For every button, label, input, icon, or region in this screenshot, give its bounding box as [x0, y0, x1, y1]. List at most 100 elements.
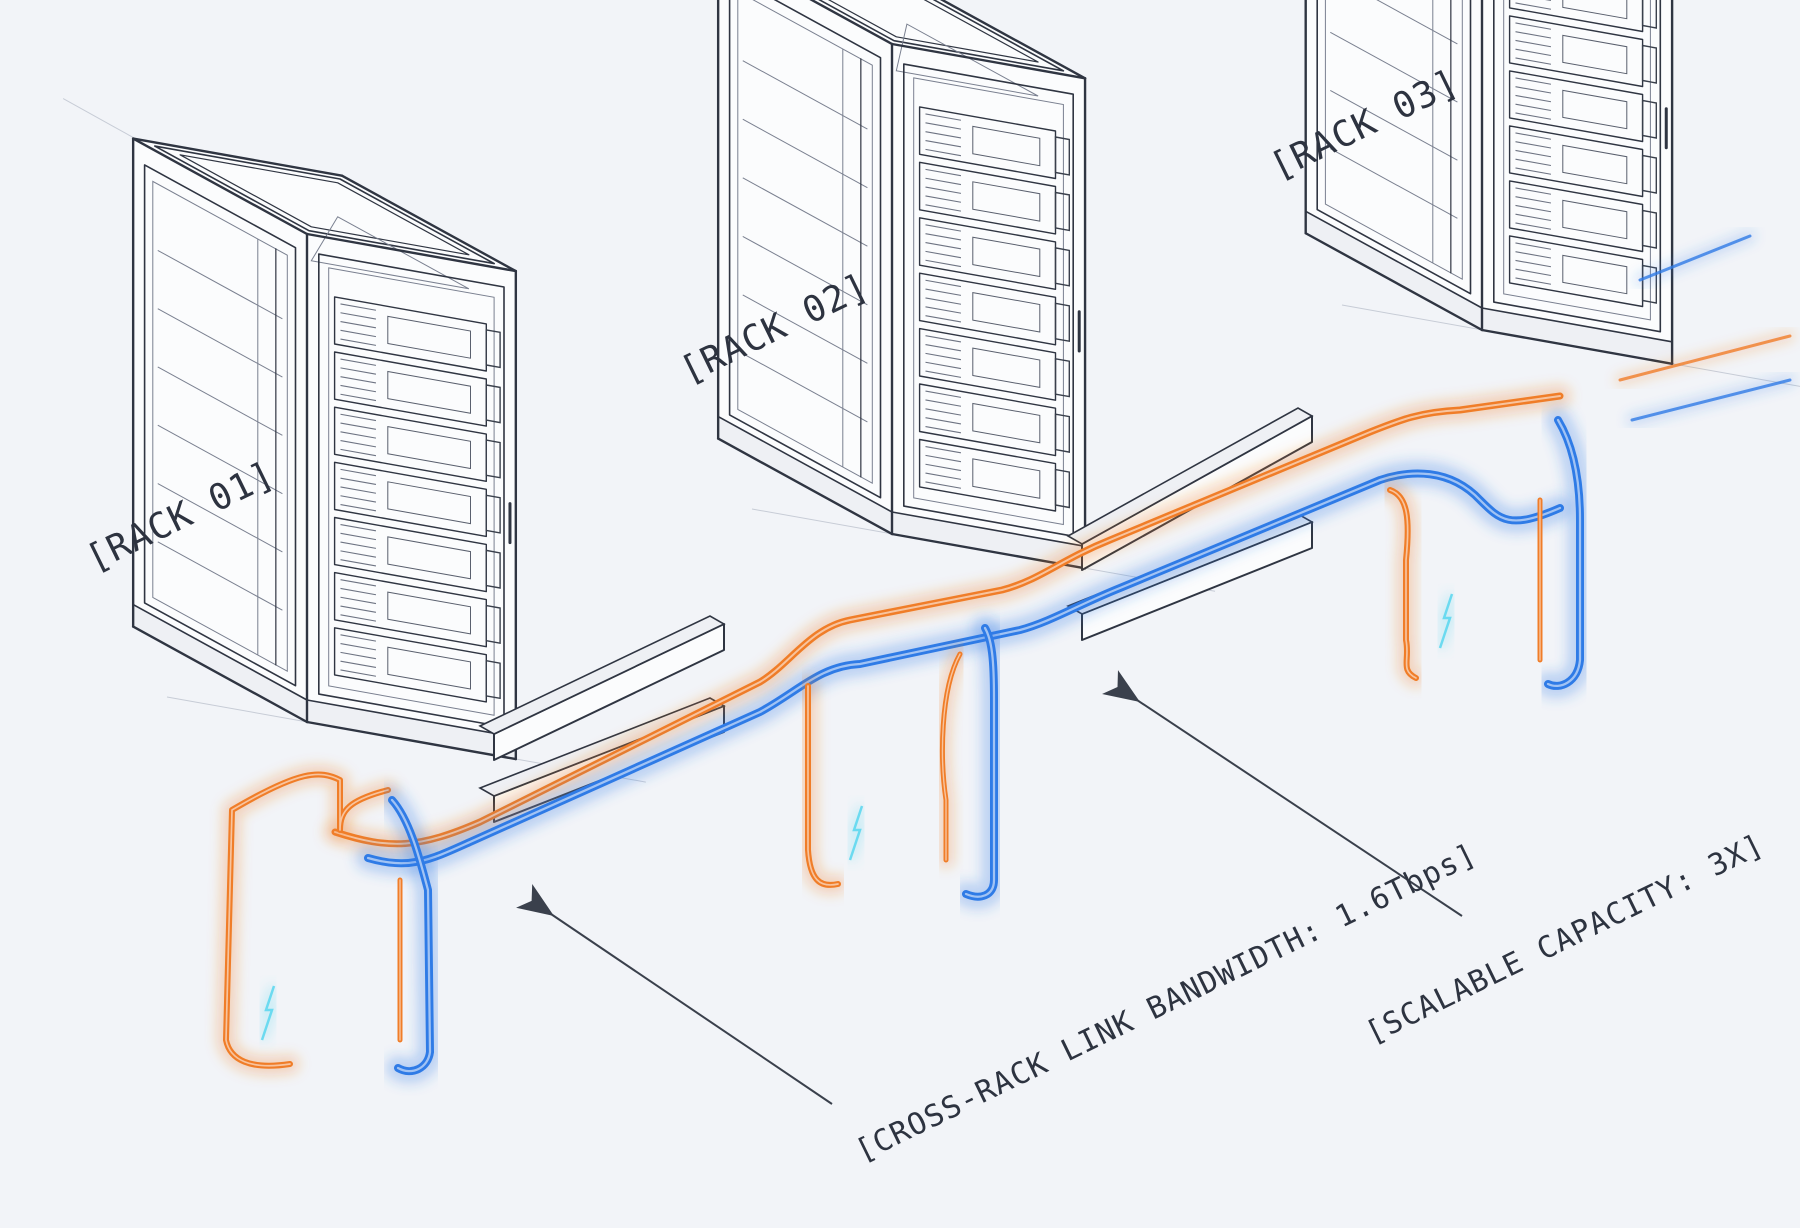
server-vent-grille	[1515, 187, 1552, 230]
server-bracket	[485, 329, 501, 369]
orange-cross-rack-link	[323, 384, 1572, 855]
rack-side-shelf	[157, 249, 283, 320]
server-unit	[918, 327, 1057, 401]
server-drive-bay	[387, 536, 471, 580]
server-vent-grille	[1515, 132, 1552, 175]
rack-interior-edge	[895, 23, 1039, 97]
rack-1	[131, 137, 518, 761]
rack-front-frame	[317, 253, 505, 728]
server-bracket	[1054, 136, 1071, 176]
server-bracket	[485, 549, 501, 589]
rack-side-shelf	[742, 235, 868, 306]
beam-rack2-rack3-upper-top	[1066, 407, 1314, 545]
server-unit	[1508, 70, 1644, 143]
server-vent-grille	[340, 523, 377, 567]
server-unit	[333, 461, 487, 538]
rack-interior-edge	[310, 216, 470, 290]
cyan-glow-rack-03	[1435, 592, 1457, 650]
rack-top-opening	[179, 154, 470, 256]
orange-rack-02-loop	[798, 676, 848, 895]
server-unit	[918, 383, 1057, 457]
outgoing-blue-streak	[1627, 375, 1795, 425]
rack-side-shelf	[742, 294, 868, 364]
rack-side-shelf	[1330, 90, 1458, 161]
server-drive-bay	[1562, 199, 1628, 240]
server-vent-grille	[340, 303, 377, 346]
outgoing-blue-streak-upper	[1635, 231, 1755, 285]
server-bracket	[1641, 99, 1658, 139]
server-drive-bay	[1562, 89, 1628, 130]
server-vent-grille	[1515, 22, 1552, 65]
beam-rack1-rack2-upper-top	[478, 615, 726, 735]
server-unit	[918, 272, 1057, 346]
server-vent-grille	[925, 113, 962, 157]
server-drive-bay	[387, 426, 471, 470]
server-bracket	[1054, 357, 1071, 398]
bandwidth-callout: [CROSS-RACK LINK BANDWIDTH: 1.6Tbps]	[850, 837, 1482, 1169]
server-unit	[1508, 180, 1644, 253]
server-bracket	[1054, 413, 1071, 453]
rack-top-opening	[827, 0, 1039, 63]
server-vent-grille	[340, 358, 377, 402]
rack-top-face	[133, 138, 516, 272]
rack-side-frame	[143, 164, 297, 687]
server-vent-grille	[1515, 242, 1552, 285]
rack-edge	[305, 232, 518, 273]
server-bracket	[1641, 0, 1658, 29]
server-bracket	[1641, 154, 1658, 194]
rack-edge	[131, 137, 309, 236]
rack-edge	[716, 437, 894, 536]
server-vent-grille	[925, 224, 962, 268]
server-drive-bay	[972, 347, 1041, 388]
server-unit	[918, 217, 1057, 290]
rack-side-shelf	[1330, 148, 1458, 219]
server-unit	[1508, 125, 1644, 198]
orange-rack-02-drop	[934, 646, 968, 868]
rack-side-shelf	[157, 308, 283, 378]
rack-front-face	[1482, 0, 1673, 364]
server-unit	[1508, 15, 1644, 88]
rack-top-frame	[154, 145, 496, 265]
capacity-callout-arrow	[1102, 670, 1463, 917]
blue-rack-01-drop	[379, 787, 443, 1084]
rack-edge	[1304, 232, 1484, 332]
server-drive-bay	[387, 646, 471, 690]
server-unit	[918, 438, 1057, 512]
server-bracket	[1054, 468, 1071, 509]
server-unit	[1508, 235, 1644, 308]
server-drive-bay	[972, 125, 1041, 167]
server-bracket	[485, 659, 501, 700]
server-drive-bay	[1562, 34, 1628, 75]
server-unit	[918, 161, 1057, 235]
rack-front-inner-frame	[1503, 0, 1651, 321]
rack-edge	[939, 0, 1087, 80]
blue-rack-02-drop	[953, 615, 1007, 910]
rack-front-face	[307, 234, 516, 760]
server-bracket	[485, 439, 501, 479]
orange-rack-03-loop	[1380, 480, 1426, 688]
server-bracket	[485, 384, 501, 424]
rack-front-inner-frame	[328, 267, 495, 716]
server-vent-grille	[340, 579, 377, 622]
server-drive-bay	[1562, 144, 1628, 185]
server-drive-bay	[972, 292, 1041, 333]
server-vent-grille	[1515, 0, 1552, 10]
server-drive-bay	[972, 181, 1041, 222]
cyan-glow-rack-01	[257, 984, 279, 1042]
rack-edge	[1480, 328, 1674, 365]
rack-side-shelf	[742, 177, 868, 247]
rack-front-frame	[1493, 0, 1662, 333]
server-vent-grille	[925, 168, 962, 212]
rack-side-shelf	[157, 483, 283, 553]
outgoing-orange-streak	[1615, 331, 1795, 385]
rack-front-inner-frame	[913, 77, 1064, 526]
server-drive-bay	[387, 481, 471, 525]
rack-side-face	[133, 138, 307, 723]
rack-side-shelf	[157, 541, 283, 611]
rack-side-frame	[728, 0, 882, 499]
server-bracket	[1054, 302, 1071, 343]
rack-side-shelf	[157, 424, 283, 495]
server-bracket	[1641, 44, 1658, 84]
rack-front-frame	[902, 63, 1074, 538]
